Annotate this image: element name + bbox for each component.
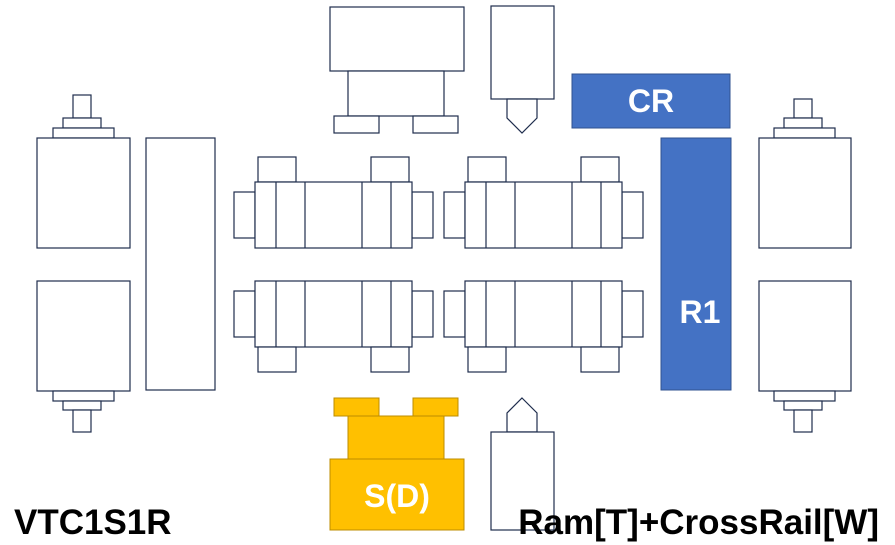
ram-label: R1 [680,294,721,330]
spindle [329,397,465,531]
bottom-tool [490,397,555,531]
left-column-motor-bottom [36,280,131,433]
table-module-top-left [233,156,434,249]
spindle-label: S(D) [364,478,430,514]
table-module-bottom-left [233,280,434,373]
ram [660,137,732,391]
top-tool [490,5,555,134]
left-column-motor-top [36,94,131,249]
right-column-motor-bottom [758,280,852,433]
cross-rail [571,73,731,129]
top-unit [329,6,465,134]
table-module-bottom-right [443,280,644,373]
model-name: VTC1S1R [14,503,172,542]
cross-rail-label: CR [628,83,674,119]
configuration-label: Ram[T]+CrossRail[W] [518,503,879,542]
table-module-top-right [443,156,644,249]
right-column-motor-top [758,98,852,249]
left-column [145,137,216,391]
